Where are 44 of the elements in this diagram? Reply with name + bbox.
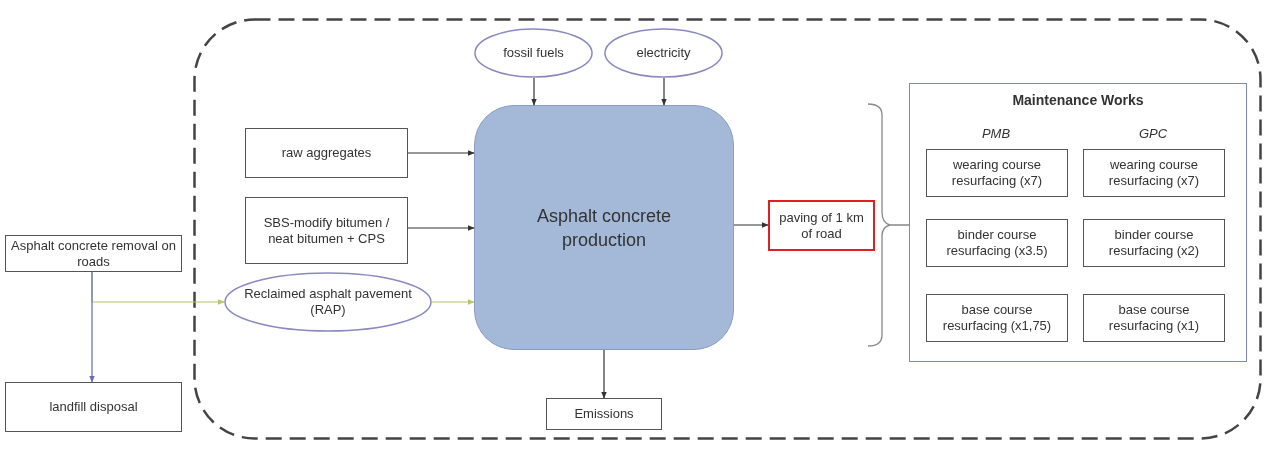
- process-box: [926, 294, 1068, 342]
- arrow: [531, 77, 537, 106]
- node-label: binder course resurfacing (x2): [1107, 227, 1201, 259]
- node-label: Emissions: [574, 406, 634, 422]
- node-label: base course resurfacing (x1): [1107, 302, 1201, 334]
- node-label: fossil fuels: [503, 45, 564, 61]
- process-box: [5, 235, 182, 272]
- process-box: [1083, 219, 1225, 267]
- node-label: binder course resurfacing (x3.5): [945, 227, 1049, 259]
- arrow: [733, 222, 769, 228]
- output-box: [768, 200, 875, 251]
- node-label: landfill disposal: [49, 399, 138, 415]
- node-label: Asphalt concrete removal on roads: [11, 237, 176, 270]
- input-ellipse: [604, 28, 723, 78]
- arrow: [407, 150, 475, 156]
- node-label: Reclaimed asphalt pavement (RAP): [243, 286, 413, 318]
- node-label: SBS-modify bitumen / neat bitumen + CPS: [262, 214, 391, 247]
- process-box: [474, 105, 734, 350]
- process-box: [5, 382, 182, 432]
- node-label: electricity: [636, 45, 691, 61]
- arrow: [89, 271, 95, 383]
- node-label: wearing course resurfacing (x7): [950, 157, 1044, 189]
- column-heading: PMB: [980, 126, 1012, 142]
- process-box: [1083, 294, 1225, 342]
- arrow: [407, 225, 475, 231]
- node-label: paving of 1 km of road: [778, 209, 865, 242]
- node-label: base course resurfacing (x1,75): [941, 302, 1053, 334]
- input-ellipse: [474, 28, 593, 78]
- group-title: Maintenance Works: [1011, 92, 1145, 108]
- group-box: [909, 83, 1247, 362]
- node-label: Asphalt concrete production: [535, 204, 673, 252]
- column-heading: GPC: [1137, 126, 1169, 142]
- process-box: [926, 219, 1068, 267]
- input-ellipse: [224, 272, 432, 332]
- arrow: [431, 299, 475, 305]
- node-label: wearing course resurfacing (x7): [1107, 157, 1201, 189]
- arrow: [661, 77, 667, 106]
- output-box: [546, 398, 662, 430]
- process-box: [926, 149, 1068, 197]
- node-label: raw aggregates: [281, 145, 372, 161]
- process-box: [1083, 149, 1225, 197]
- process-box: [245, 197, 408, 264]
- arrow: [601, 349, 607, 399]
- process-box: [245, 128, 408, 178]
